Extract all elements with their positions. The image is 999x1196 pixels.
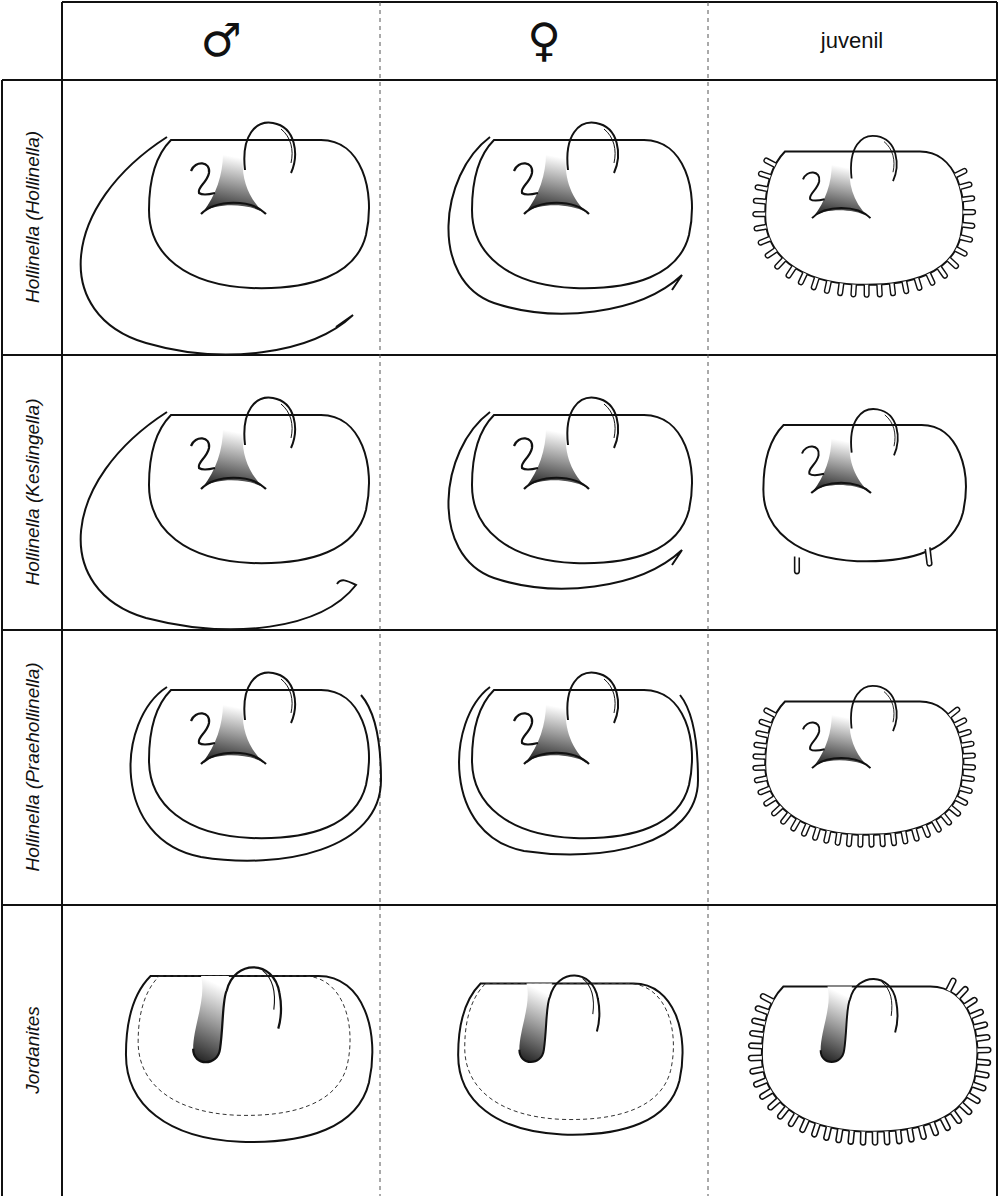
adductor-arch	[524, 478, 589, 489]
lobe-outline	[244, 673, 295, 723]
table-line	[2, 629, 997, 631]
lobe-inner	[884, 142, 894, 173]
table-line	[2, 904, 997, 906]
carapace-outline	[765, 152, 963, 285]
lobe-inner	[281, 679, 292, 713]
sulcus-hook	[191, 713, 215, 744]
carapace-outline	[763, 425, 965, 561]
lobe-inner	[604, 679, 615, 713]
carapace-outline	[472, 140, 692, 288]
lobe-inner	[881, 982, 891, 1016]
lobe-inner	[583, 978, 594, 1014]
column-divider	[380, 2, 381, 1196]
adductor-arch	[201, 478, 266, 489]
ostracod-valve	[763, 409, 965, 574]
table-line	[2, 79, 997, 81]
ostracod-valve	[81, 398, 369, 630]
sulcus-hook	[803, 723, 825, 751]
ostracod-valve	[749, 978, 991, 1145]
carapace-outline	[458, 984, 682, 1135]
ostracod-valve	[126, 967, 372, 1142]
adductor-arch	[524, 203, 589, 214]
lobe-inner	[604, 129, 615, 163]
sulcus-hook	[191, 163, 215, 194]
row-header: Hollinella (Hollinella)	[23, 131, 42, 303]
column-divider	[708, 2, 709, 1196]
lobe-inner	[281, 129, 292, 163]
adductor-arch	[201, 203, 266, 214]
lobe-outline	[244, 398, 295, 448]
lobe-outline	[567, 123, 618, 173]
adductor-arch	[811, 483, 871, 493]
lobe-inner	[604, 404, 615, 438]
lobe-inner	[884, 692, 894, 723]
ostracod-valve	[448, 123, 692, 314]
row-header: Hollinella (Keslingella)	[23, 399, 42, 586]
sulcus-hook	[514, 438, 538, 469]
carapace-outline	[472, 415, 692, 563]
ostracod-valve	[81, 123, 369, 355]
marginal-spines	[753, 158, 975, 297]
lobe-outline	[567, 673, 618, 723]
lobe-inner	[885, 415, 895, 446]
carapace-outline	[149, 415, 369, 563]
inner-margin	[138, 976, 350, 1115]
table-line	[1, 80, 3, 1196]
lobe-outline	[567, 398, 618, 448]
sulcus-hook	[191, 438, 215, 469]
column-header: juvenil	[821, 30, 883, 52]
inner-margin	[465, 984, 674, 1120]
sex-symbol: ♀	[527, 17, 561, 63]
ostracod-valve	[448, 398, 692, 589]
ventral-spines	[795, 547, 932, 573]
ostracod-valve	[753, 686, 975, 847]
sulcus-outline	[821, 979, 898, 1062]
adductor-arch	[201, 753, 266, 764]
carapace-outline	[149, 690, 369, 838]
table-line	[2, 354, 997, 356]
lobe-outline	[851, 409, 898, 455]
sulcus-hook	[514, 713, 538, 744]
sex-symbol: ♂	[200, 17, 241, 63]
carapace-outline	[126, 976, 372, 1142]
ostracod-valve	[753, 136, 975, 297]
table-line	[61, 2, 63, 1196]
adductor-arch	[812, 758, 871, 768]
carapace-outline	[762, 987, 978, 1132]
table-line	[62, 1, 997, 3]
sulcus-outline	[193, 967, 281, 1062]
sulcus-hook	[802, 446, 824, 475]
lobe-outline	[851, 136, 897, 181]
ostracod-valve	[131, 673, 381, 861]
row-header: Jordanites	[23, 1006, 42, 1094]
ostracod-valve	[459, 673, 698, 855]
male-velum	[131, 687, 381, 861]
lobe-inner	[263, 970, 275, 1009]
table-line	[996, 2, 998, 1196]
ostracod-valve	[458, 976, 682, 1135]
lobe-outline	[244, 123, 295, 173]
female-velum	[459, 687, 698, 854]
adductor-arch	[524, 753, 589, 764]
marginal-spines	[749, 978, 991, 1145]
adductor-arch	[812, 208, 871, 218]
sulcus-hook	[803, 173, 825, 201]
sulcus-hook	[514, 163, 538, 194]
marginal-spines	[753, 707, 975, 847]
carapace-outline	[149, 140, 369, 288]
carapace-outline	[765, 702, 963, 835]
carapace-outline	[472, 690, 692, 838]
sulcus-outline	[519, 976, 599, 1062]
lobe-outline	[851, 686, 897, 731]
lobe-inner	[281, 404, 292, 438]
row-header: Hollinella (Praehollinella)	[23, 662, 42, 871]
